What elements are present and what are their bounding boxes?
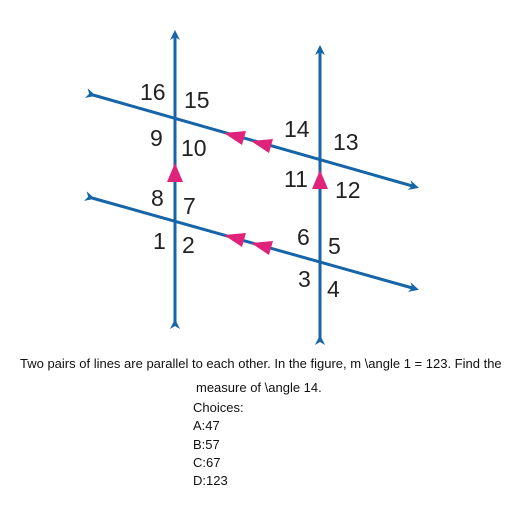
choices-header: Choices: [193,400,244,415]
choice-c[interactable]: C:67 [193,455,221,470]
angle-label-4: 4 [327,276,340,302]
angle-label-7: 7 [183,193,196,219]
upper-parallel-marks [224,131,273,153]
angle-label-1: 1 [153,228,166,254]
angle-label-12: 12 [335,177,361,203]
lower-parallel-mark-2 [251,241,273,255]
angle-label-8: 8 [151,185,164,211]
right-vertical-parallel-mark [312,170,328,189]
parallel-lines-figure: 16 15 9 10 8 7 1 2 14 13 11 12 6 5 3 4 [83,30,419,345]
angle-label-14: 14 [284,116,310,142]
question-text-line1: Two pairs of lines are parallel to each … [20,356,502,371]
lower-parallel-marks [224,233,273,255]
angle-label-13: 13 [333,129,359,155]
angle-label-2: 2 [182,232,195,258]
angle-label-15: 15 [184,87,210,113]
upper-parallel-mark-1 [224,131,246,145]
left-vertical-parallel-mark [167,163,183,182]
angle-label-16: 16 [140,79,166,105]
angle-label-11: 11 [284,166,308,192]
angle-label-9: 9 [150,125,163,151]
lower-parallel-mark-1 [224,233,246,247]
choice-d[interactable]: D:123 [193,473,228,488]
angle-label-3: 3 [298,266,311,292]
choice-b[interactable]: B:57 [193,437,220,452]
angle-label-10: 10 [181,135,207,161]
choice-a[interactable]: A:47 [193,418,220,433]
angle-label-5: 5 [328,233,341,259]
upper-parallel-mark-2 [251,139,273,153]
angle-label-6: 6 [297,224,310,250]
question-text-line2: measure of \angle 14. [196,380,322,395]
